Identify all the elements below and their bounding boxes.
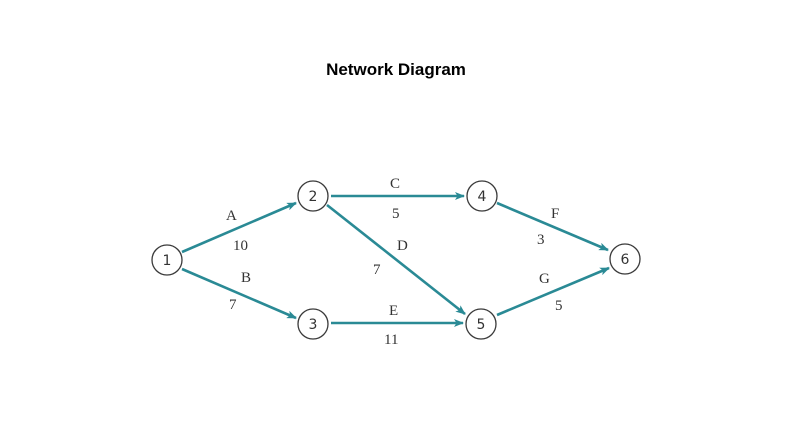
diagram-title: Network Diagram [326,60,466,79]
edge-b-duration: 7 [229,297,237,313]
node-3-label: 3 [309,317,318,333]
node-6-circle [609,243,641,275]
node-1-circle [151,244,183,276]
edge-b [181,267,297,320]
edge-d [326,203,466,316]
node-3: 3 [297,308,329,340]
edge-b-activity: B [241,270,251,286]
node-5: 5 [465,308,497,340]
edge-g [496,266,610,317]
edges [181,192,610,327]
edge-labels: A 10 B 7 C 5 D 7 E 11 F 3 G 5 [226,176,563,348]
node-2: 2 [297,180,329,212]
edge-g-activity: G [539,271,550,287]
node-4: 4 [466,180,498,212]
node-6-label: 6 [621,252,630,268]
edge-f-duration: 3 [537,232,545,248]
node-5-circle [465,308,497,340]
edge-g-duration: 5 [555,298,563,314]
node-4-circle [466,180,498,212]
edge-a-duration: 10 [233,238,248,254]
node-5-label: 5 [477,317,486,333]
nodes: 1 2 3 4 5 6 [151,180,641,340]
edge-a [181,201,297,254]
node-3-circle [297,308,329,340]
edge-d-duration: 7 [373,262,381,278]
node-1: 1 [151,244,183,276]
edge-f [496,201,609,252]
node-2-circle [297,180,329,212]
node-2-label: 2 [309,189,318,205]
node-4-label: 4 [478,189,487,205]
edge-f-activity: F [551,206,559,222]
edge-e-duration: 11 [384,332,398,348]
edge-e-activity: E [389,303,398,319]
edge-d-activity: D [397,238,408,254]
edge-c-duration: 5 [392,206,400,222]
node-6: 6 [609,243,641,275]
edge-a-activity: A [226,208,237,224]
edge-c-activity: C [390,176,400,192]
node-1-label: 1 [163,253,172,269]
